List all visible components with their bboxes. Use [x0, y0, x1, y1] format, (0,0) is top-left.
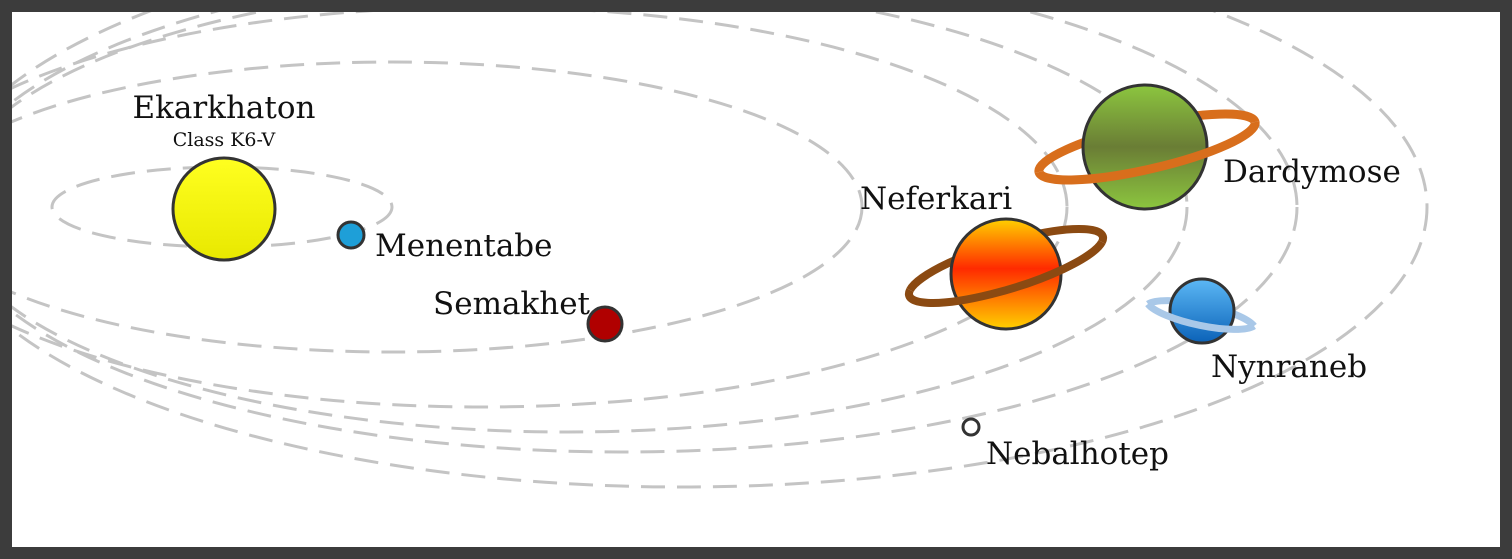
planet-label-dardymose: Dardymose [1223, 154, 1401, 190]
planet-label-nebalhotep: Nebalhotep [986, 436, 1169, 472]
planet-label-nynraneb: Nynraneb [1211, 349, 1367, 385]
ring-nynraneb-front [1145, 301, 1256, 333]
star-name: Ekarkhaton [132, 90, 315, 126]
star-classification: Class K6-V [173, 129, 276, 151]
planet-menentabe [336, 220, 366, 250]
orbit-nebalhotep [12, 12, 1429, 489]
planet-label-neferkari: Neferkari [860, 181, 1012, 217]
planet-semakhet [586, 305, 624, 343]
orbit-semakhet [12, 60, 864, 354]
planet-label-menentabe: Menentabe [375, 228, 553, 264]
planet-label-semakhet: Semakhet [433, 286, 591, 322]
orbit-nynraneb [12, 12, 1299, 454]
orbit-canvas: Ekarkhaton Class K6-V Menentabe Semakhet… [12, 12, 1429, 489]
ring-dardymose-front [1034, 120, 1260, 185]
ring-neferkari-front [904, 239, 1106, 307]
orbit-neferkari [12, 12, 1069, 409]
star-ekarkhaton [171, 156, 277, 262]
planet-dardymose [1081, 83, 1209, 211]
planet-nynraneb [1168, 277, 1236, 345]
orbit-dardymose [12, 12, 1189, 434]
planet-nebalhotep [961, 417, 981, 437]
